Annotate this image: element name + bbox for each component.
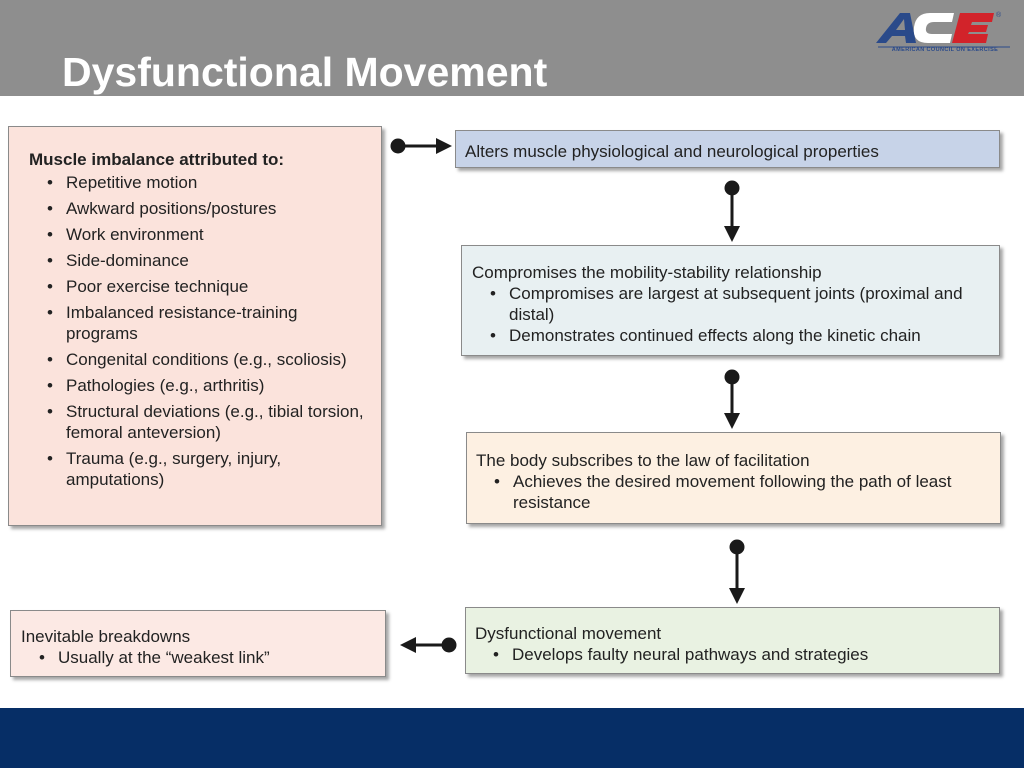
cause-item: Side-dominance [29, 250, 371, 271]
compromises-item: Demonstrates continued effects along the… [472, 325, 989, 346]
logo-registered: ® [996, 11, 1002, 19]
connector-dot [724, 369, 740, 385]
connector-alters-to-compromises [724, 180, 740, 242]
connector-causes-to-alters [390, 138, 452, 154]
cause-item: Trauma (e.g., surgery, injury, amputatio… [29, 448, 371, 490]
facilitation-item: Achieves the desired movement following … [476, 471, 990, 513]
breakdowns-item: Usually at the “weakest link” [21, 647, 375, 668]
connector-dysfunctional-to-breakdowns [400, 637, 457, 653]
arrowhead-icon [724, 413, 740, 429]
causes-heading: Muscle imbalance attributed to: [29, 150, 285, 169]
slide-header [0, 0, 1024, 96]
logo-subtext: AMERICAN COUNCIL ON EXERCISE [891, 47, 999, 53]
arrowhead-icon [436, 138, 452, 154]
cause-item: Work environment [29, 224, 371, 245]
connector-compromises-to-facilitation [724, 369, 740, 429]
facilitation-heading: The body subscribes to the law of facili… [476, 451, 810, 470]
dysfunctional-heading: Dysfunctional movement [475, 624, 662, 643]
connector-dot [390, 138, 406, 154]
cause-item: Repetitive motion [29, 172, 371, 193]
dysfunctional-item: Develops faulty neural pathways and stra… [475, 644, 989, 665]
logo-letter-a [876, 13, 916, 43]
breakdowns-list: Usually at the “weakest link” [21, 647, 375, 668]
alters-box: Alters muscle physiological and neurolog… [455, 130, 1000, 168]
cause-item: Imbalanced resistance-training programs [29, 302, 371, 344]
arrowhead-icon [729, 588, 745, 604]
compromises-heading: Compromises the mobility-stability relat… [472, 263, 822, 282]
compromises-box: Compromises the mobility-stability relat… [461, 245, 1000, 356]
connector-facilitation-to-dysfunctional [729, 539, 745, 604]
slide-footer [0, 708, 1024, 768]
connector-dot [724, 180, 740, 196]
facilitation-box: The body subscribes to the law of facili… [466, 432, 1001, 524]
cause-item: Awkward positions/postures [29, 198, 371, 219]
slide-title: Dysfunctional Movement [62, 49, 548, 95]
connector-dot [441, 637, 457, 653]
arrowhead-icon [724, 226, 740, 242]
dysfunctional-box: Dysfunctional movement Develops faulty n… [465, 607, 1000, 674]
logo-letter-c [913, 13, 954, 43]
causes-box: Muscle imbalance attributed to: Repetiti… [8, 126, 382, 526]
logo-letter-e [952, 13, 994, 43]
compromises-item: Compromises are largest at subsequent jo… [472, 283, 989, 325]
causes-list: Repetitive motion Awkward positions/post… [29, 172, 371, 490]
dysfunctional-list: Develops faulty neural pathways and stra… [475, 644, 989, 665]
alters-heading: Alters muscle physiological and neurolog… [465, 142, 879, 161]
cause-item: Pathologies (e.g., arthritis) [29, 375, 371, 396]
connector-dot [729, 539, 745, 555]
cause-item: Structural deviations (e.g., tibial tors… [29, 401, 371, 443]
cause-item: Poor exercise technique [29, 276, 371, 297]
compromises-list: Compromises are largest at subsequent jo… [472, 283, 989, 346]
breakdowns-box: Inevitable breakdowns Usually at the “we… [10, 610, 386, 677]
ace-logo: ® [876, 11, 1010, 48]
arrowhead-icon [400, 637, 416, 653]
cause-item: Congenital conditions (e.g., scoliosis) [29, 349, 371, 370]
facilitation-list: Achieves the desired movement following … [476, 471, 990, 513]
breakdowns-heading: Inevitable breakdowns [21, 627, 191, 646]
logo-letter-a-counter [896, 19, 905, 30]
